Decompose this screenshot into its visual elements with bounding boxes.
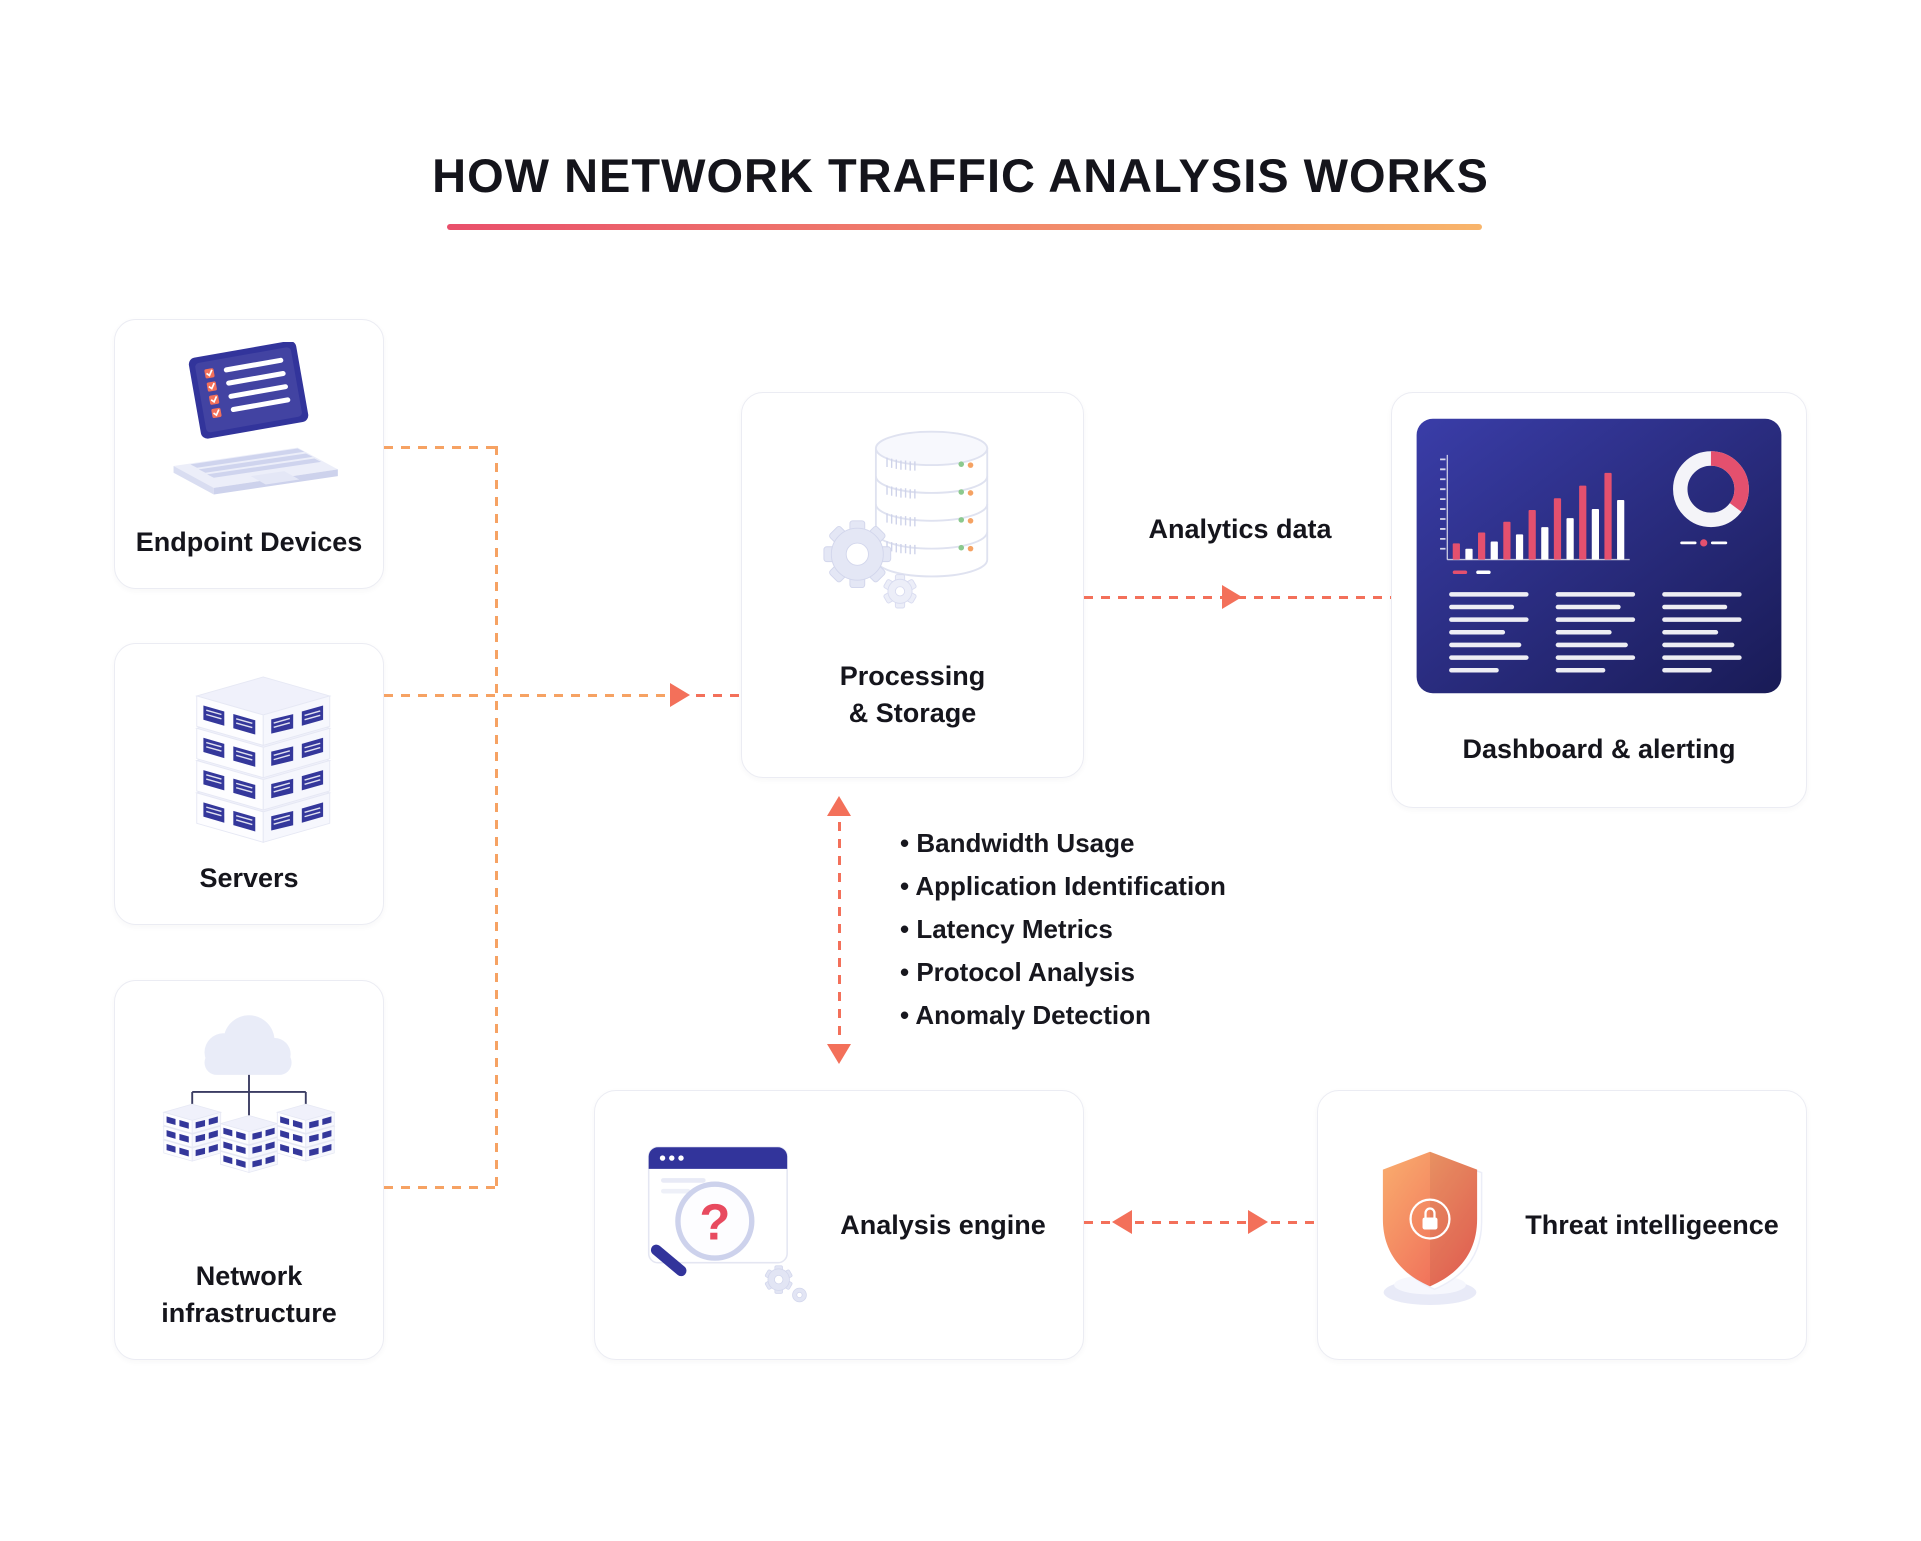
node-label: Analysis engine bbox=[840, 1209, 1046, 1240]
node-network-infrastructure: Network infrastructure bbox=[114, 980, 384, 1360]
node-label: Endpoint Devices bbox=[135, 526, 363, 557]
node-label: Servers bbox=[199, 862, 299, 893]
node-processing-storage: Processing & Storage bbox=[741, 392, 1084, 778]
arrowhead-analytics bbox=[1222, 585, 1242, 609]
server-stack-icon bbox=[196, 676, 331, 843]
node-label: Network infrastructure bbox=[161, 1261, 337, 1328]
shield-lock-icon bbox=[1382, 1151, 1483, 1306]
metric-item: Anomaly Detection bbox=[900, 1002, 1340, 1028]
analytics-dashboard-icon bbox=[1416, 418, 1782, 694]
connector-network-to-hub bbox=[384, 1186, 496, 1189]
arrowhead-to-threat bbox=[1248, 1210, 1268, 1234]
metric-item: Bandwidth Usage bbox=[900, 830, 1340, 856]
title-underline bbox=[447, 224, 1482, 230]
metric-item: Protocol Analysis bbox=[900, 959, 1340, 985]
metric-item: Application Identification bbox=[900, 873, 1340, 899]
node-dashboard-alerting: Dashboard & alerting bbox=[1391, 392, 1807, 808]
metrics-list: Bandwidth Usage Application Identificati… bbox=[900, 830, 1340, 1045]
connector-servers-to-processing bbox=[384, 694, 670, 697]
database-gear-icon bbox=[822, 430, 988, 609]
node-endpoint-devices: Endpoint Devices bbox=[114, 319, 384, 589]
svg-text:?: ? bbox=[699, 1194, 730, 1251]
node-analysis-engine: ? Analysis engine bbox=[594, 1090, 1084, 1360]
cloud-network-icon bbox=[163, 1015, 335, 1173]
node-label: Dashboard & alerting bbox=[1462, 733, 1736, 764]
analytics-data-label: Analytics data bbox=[1148, 514, 1332, 544]
node-servers: Servers bbox=[114, 643, 384, 925]
magnifier-browser-icon: ? bbox=[647, 1146, 807, 1303]
node-threat-intelligence: Threat intelligeence bbox=[1317, 1090, 1807, 1360]
arrowhead-to-analysis bbox=[1112, 1210, 1132, 1234]
connector-analysis-threat bbox=[1084, 1221, 1317, 1224]
connector-hub-vertical bbox=[495, 446, 498, 1188]
connector-processing-analysis bbox=[838, 822, 841, 1040]
arrowhead-down-to-analysis bbox=[827, 1044, 851, 1064]
arrowhead-up-to-processing bbox=[827, 796, 851, 816]
connector-endpoint-to-hub bbox=[384, 446, 496, 449]
node-label: Processing & Storage bbox=[839, 661, 986, 728]
node-label: Threat intelligeence bbox=[1525, 1209, 1779, 1240]
connector-into-processing bbox=[696, 694, 741, 697]
metric-item: Latency Metrics bbox=[900, 916, 1340, 942]
laptop-icon bbox=[173, 342, 338, 495]
arrowhead-into-processing bbox=[670, 683, 690, 707]
page-title: HOW NETWORK TRAFFIC ANALYSIS WORKS bbox=[432, 149, 1489, 202]
